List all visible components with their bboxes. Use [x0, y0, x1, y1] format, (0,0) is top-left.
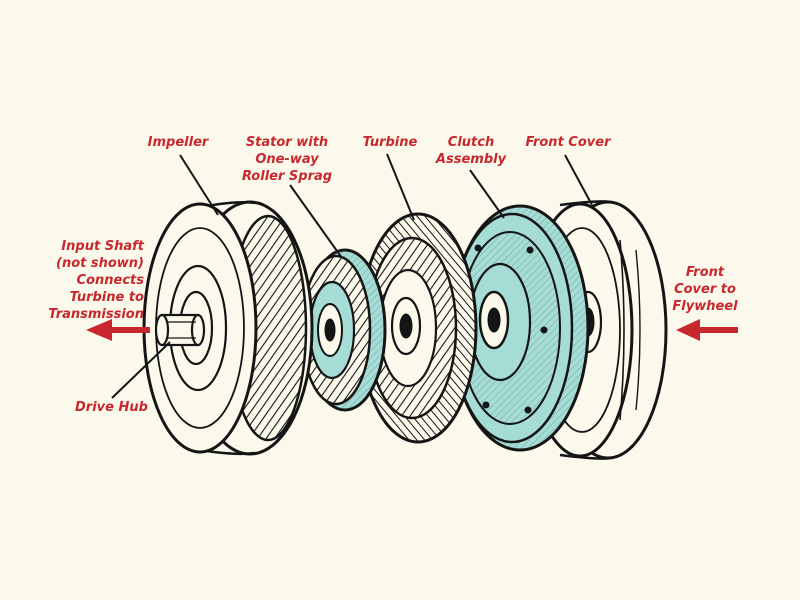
stator-label-line-3: Roller Sprag [241, 169, 333, 184]
flywheel-label-line-1: Front [685, 265, 725, 280]
stator-label: Stator with One-way Roller Sprag [238, 134, 336, 185]
input-shaft-arrow [86, 319, 150, 341]
impeller-part [142, 200, 314, 456]
clutch-assembly-part [450, 204, 590, 452]
clutch-label: Clutch Assembly [432, 134, 510, 168]
front-cover-flywheel-label: Front Cover to Flywheel [666, 264, 744, 315]
flywheel-label-line-3: Flywheel [672, 299, 738, 314]
turbine-label: Turbine [358, 134, 422, 151]
input-shaft-label-line-1: Input Shaft [61, 239, 144, 254]
impeller-leader-line [179, 154, 219, 216]
input-shaft-label-line-3: Connects [76, 273, 144, 288]
flywheel-arrow [676, 319, 738, 341]
drive-hub-leader-line [111, 341, 171, 399]
flywheel-label-line-2: Cover to [674, 282, 736, 297]
drive-hub-label-text: Drive Hub [75, 400, 148, 415]
arrows [86, 319, 738, 341]
drive-hub-label: Drive Hub [75, 399, 155, 416]
input-shaft-label-line-4: Turbine to [69, 290, 144, 305]
stator-part [300, 248, 387, 412]
impeller-label: Impeller [143, 134, 213, 151]
input-shaft-label-line-5: Transmission [48, 307, 144, 322]
turbine-leader-line [386, 153, 415, 221]
turbine-label-text: Turbine [362, 135, 418, 150]
leader-lines [111, 153, 593, 399]
stator-label-line-1: Stator with [245, 135, 329, 150]
impeller-label-text: Impeller [147, 135, 209, 150]
front-cover-leader-line [564, 154, 593, 206]
stator-leader-line [289, 184, 343, 259]
input-shaft-label-line-2: (not shown) [56, 256, 144, 271]
stator-label-line-2: One-way [255, 152, 319, 167]
clutch-leader-line [469, 169, 505, 219]
turbine-part [358, 212, 478, 444]
clutch-label-line-2: Assembly [435, 152, 507, 167]
input-shaft-label: Input Shaft (not shown) Connects Turbine… [40, 238, 144, 323]
front-cover-label: Front Cover [522, 134, 614, 151]
clutch-label-line-1: Clutch [447, 135, 495, 150]
front-cover-label-text: Front Cover [525, 135, 611, 150]
drive-hub-part [154, 313, 206, 347]
